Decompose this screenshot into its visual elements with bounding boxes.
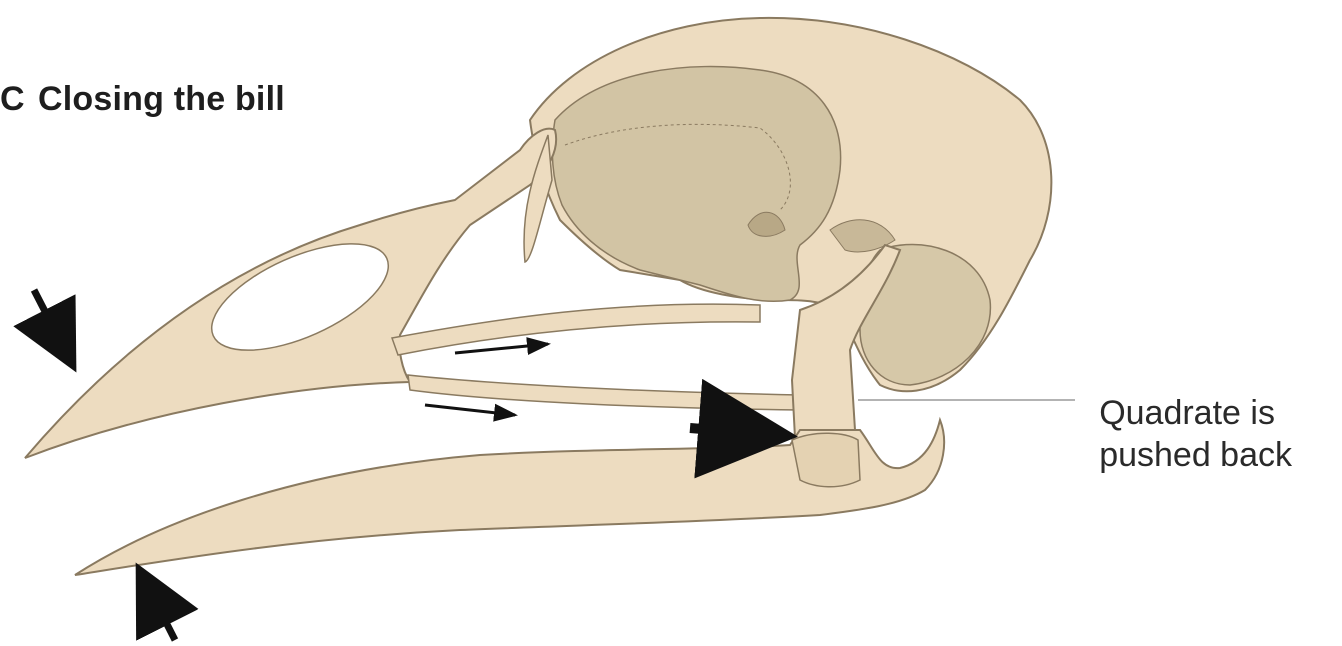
arrow-lower-jaw bbox=[142, 575, 175, 640]
arrow-upper-beak bbox=[34, 290, 70, 360]
arrow-palatine bbox=[455, 344, 548, 353]
quadrate-label: Quadrate is pushed back bbox=[1099, 392, 1292, 476]
palatine-bar bbox=[392, 304, 760, 355]
arrow-jugal bbox=[425, 405, 515, 415]
orbit-cavity bbox=[552, 67, 840, 302]
quadrate-label-line1: Quadrate is bbox=[1099, 392, 1292, 434]
jugal-bar bbox=[408, 375, 800, 410]
panel-title-text: Closing the bill bbox=[38, 80, 285, 118]
panel-letter: C bbox=[0, 80, 38, 119]
quadrate-label-line2: pushed back bbox=[1099, 434, 1292, 476]
arrow-quadrate bbox=[690, 428, 778, 435]
